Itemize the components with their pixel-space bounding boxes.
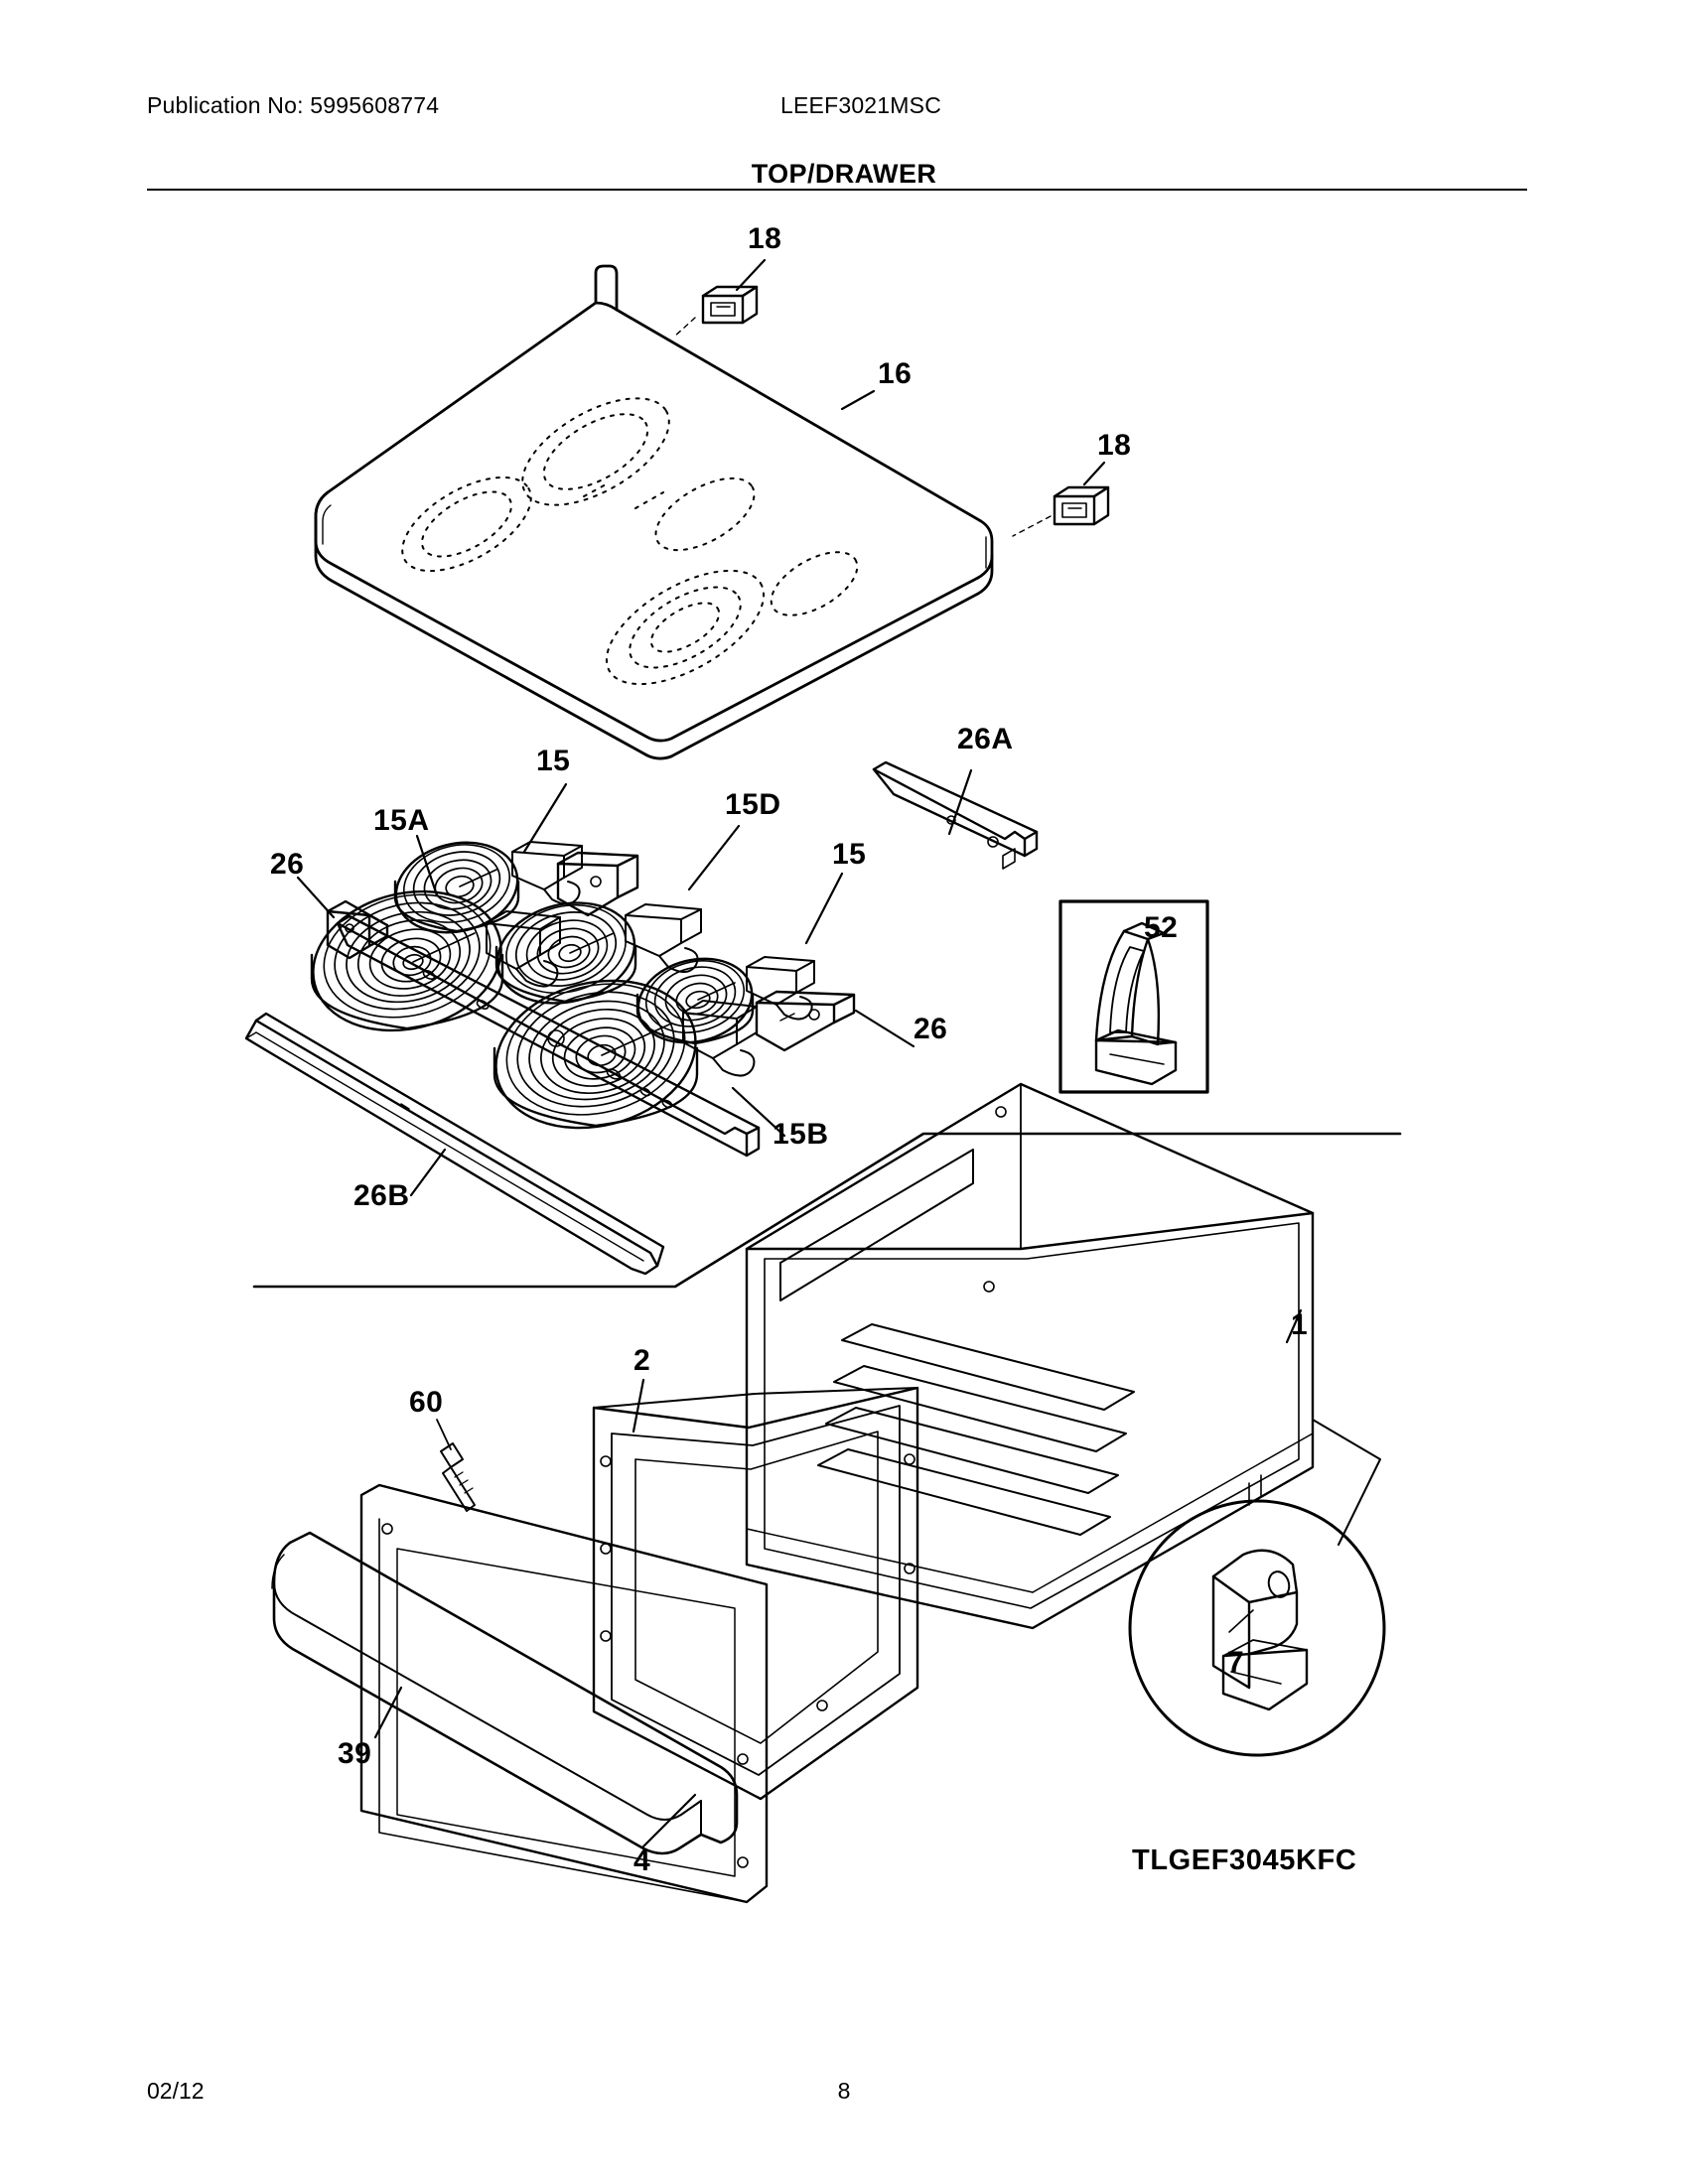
callout-4: 4	[633, 1844, 651, 1877]
footer-page-number: 8	[837, 2078, 851, 2104]
alternate-model-tag: TLGEF3045KFC	[1132, 1844, 1357, 1876]
callout-7: 7	[1227, 1646, 1245, 1679]
part-element-15d	[494, 901, 702, 1005]
part-element-15a	[310, 889, 561, 1032]
part-hinge-clip-right	[1012, 485, 1110, 537]
title-divider	[147, 189, 1527, 191]
callout-1: 1	[1291, 1308, 1309, 1341]
callout-52: 52	[1144, 911, 1179, 944]
callout-26-left: 26	[270, 848, 305, 881]
callout-15-rear: 15	[536, 745, 571, 777]
callout-15a: 15A	[373, 804, 430, 837]
inset-circle-7	[1128, 1499, 1386, 1757]
callout-16: 16	[878, 357, 913, 390]
callout-15d: 15D	[725, 788, 781, 821]
part-drawer-front-frame	[592, 1386, 919, 1801]
callout-26-right: 26	[914, 1013, 948, 1045]
inset-box-52	[1058, 899, 1209, 1094]
callout-26b: 26B	[353, 1179, 410, 1212]
part-glass-cooktop	[314, 264, 994, 760]
section-divider	[252, 1132, 1402, 1289]
part-drawer-body	[745, 1082, 1381, 1630]
callout-18-right: 18	[1097, 429, 1132, 462]
callout-39: 39	[338, 1737, 372, 1770]
callout-26a: 26A	[957, 723, 1014, 755]
publication-number: Publication No: 5995608774	[147, 92, 440, 118]
part-element-15-rear	[393, 841, 583, 934]
callout-60: 60	[409, 1386, 444, 1419]
callout-leader-lines	[296, 258, 1303, 1848]
part-hinge-clip-rear	[672, 285, 759, 339]
footer-date: 02/12	[147, 2078, 205, 2104]
callout-15-right: 15	[832, 838, 867, 871]
callout-15b: 15B	[773, 1118, 829, 1151]
part-drawer-handle	[271, 1531, 739, 1855]
callout-2: 2	[633, 1344, 651, 1377]
part-element-15-right	[635, 956, 815, 1045]
part-drawer-front-panel	[271, 1442, 769, 1904]
page-title: TOP/DRAWER	[751, 159, 937, 189]
model-number: LEEF3021MSC	[780, 92, 941, 118]
part-element-15b	[492, 979, 758, 1130]
callout-18-rear: 18	[748, 222, 782, 255]
part-handle-screw	[440, 1442, 476, 1512]
